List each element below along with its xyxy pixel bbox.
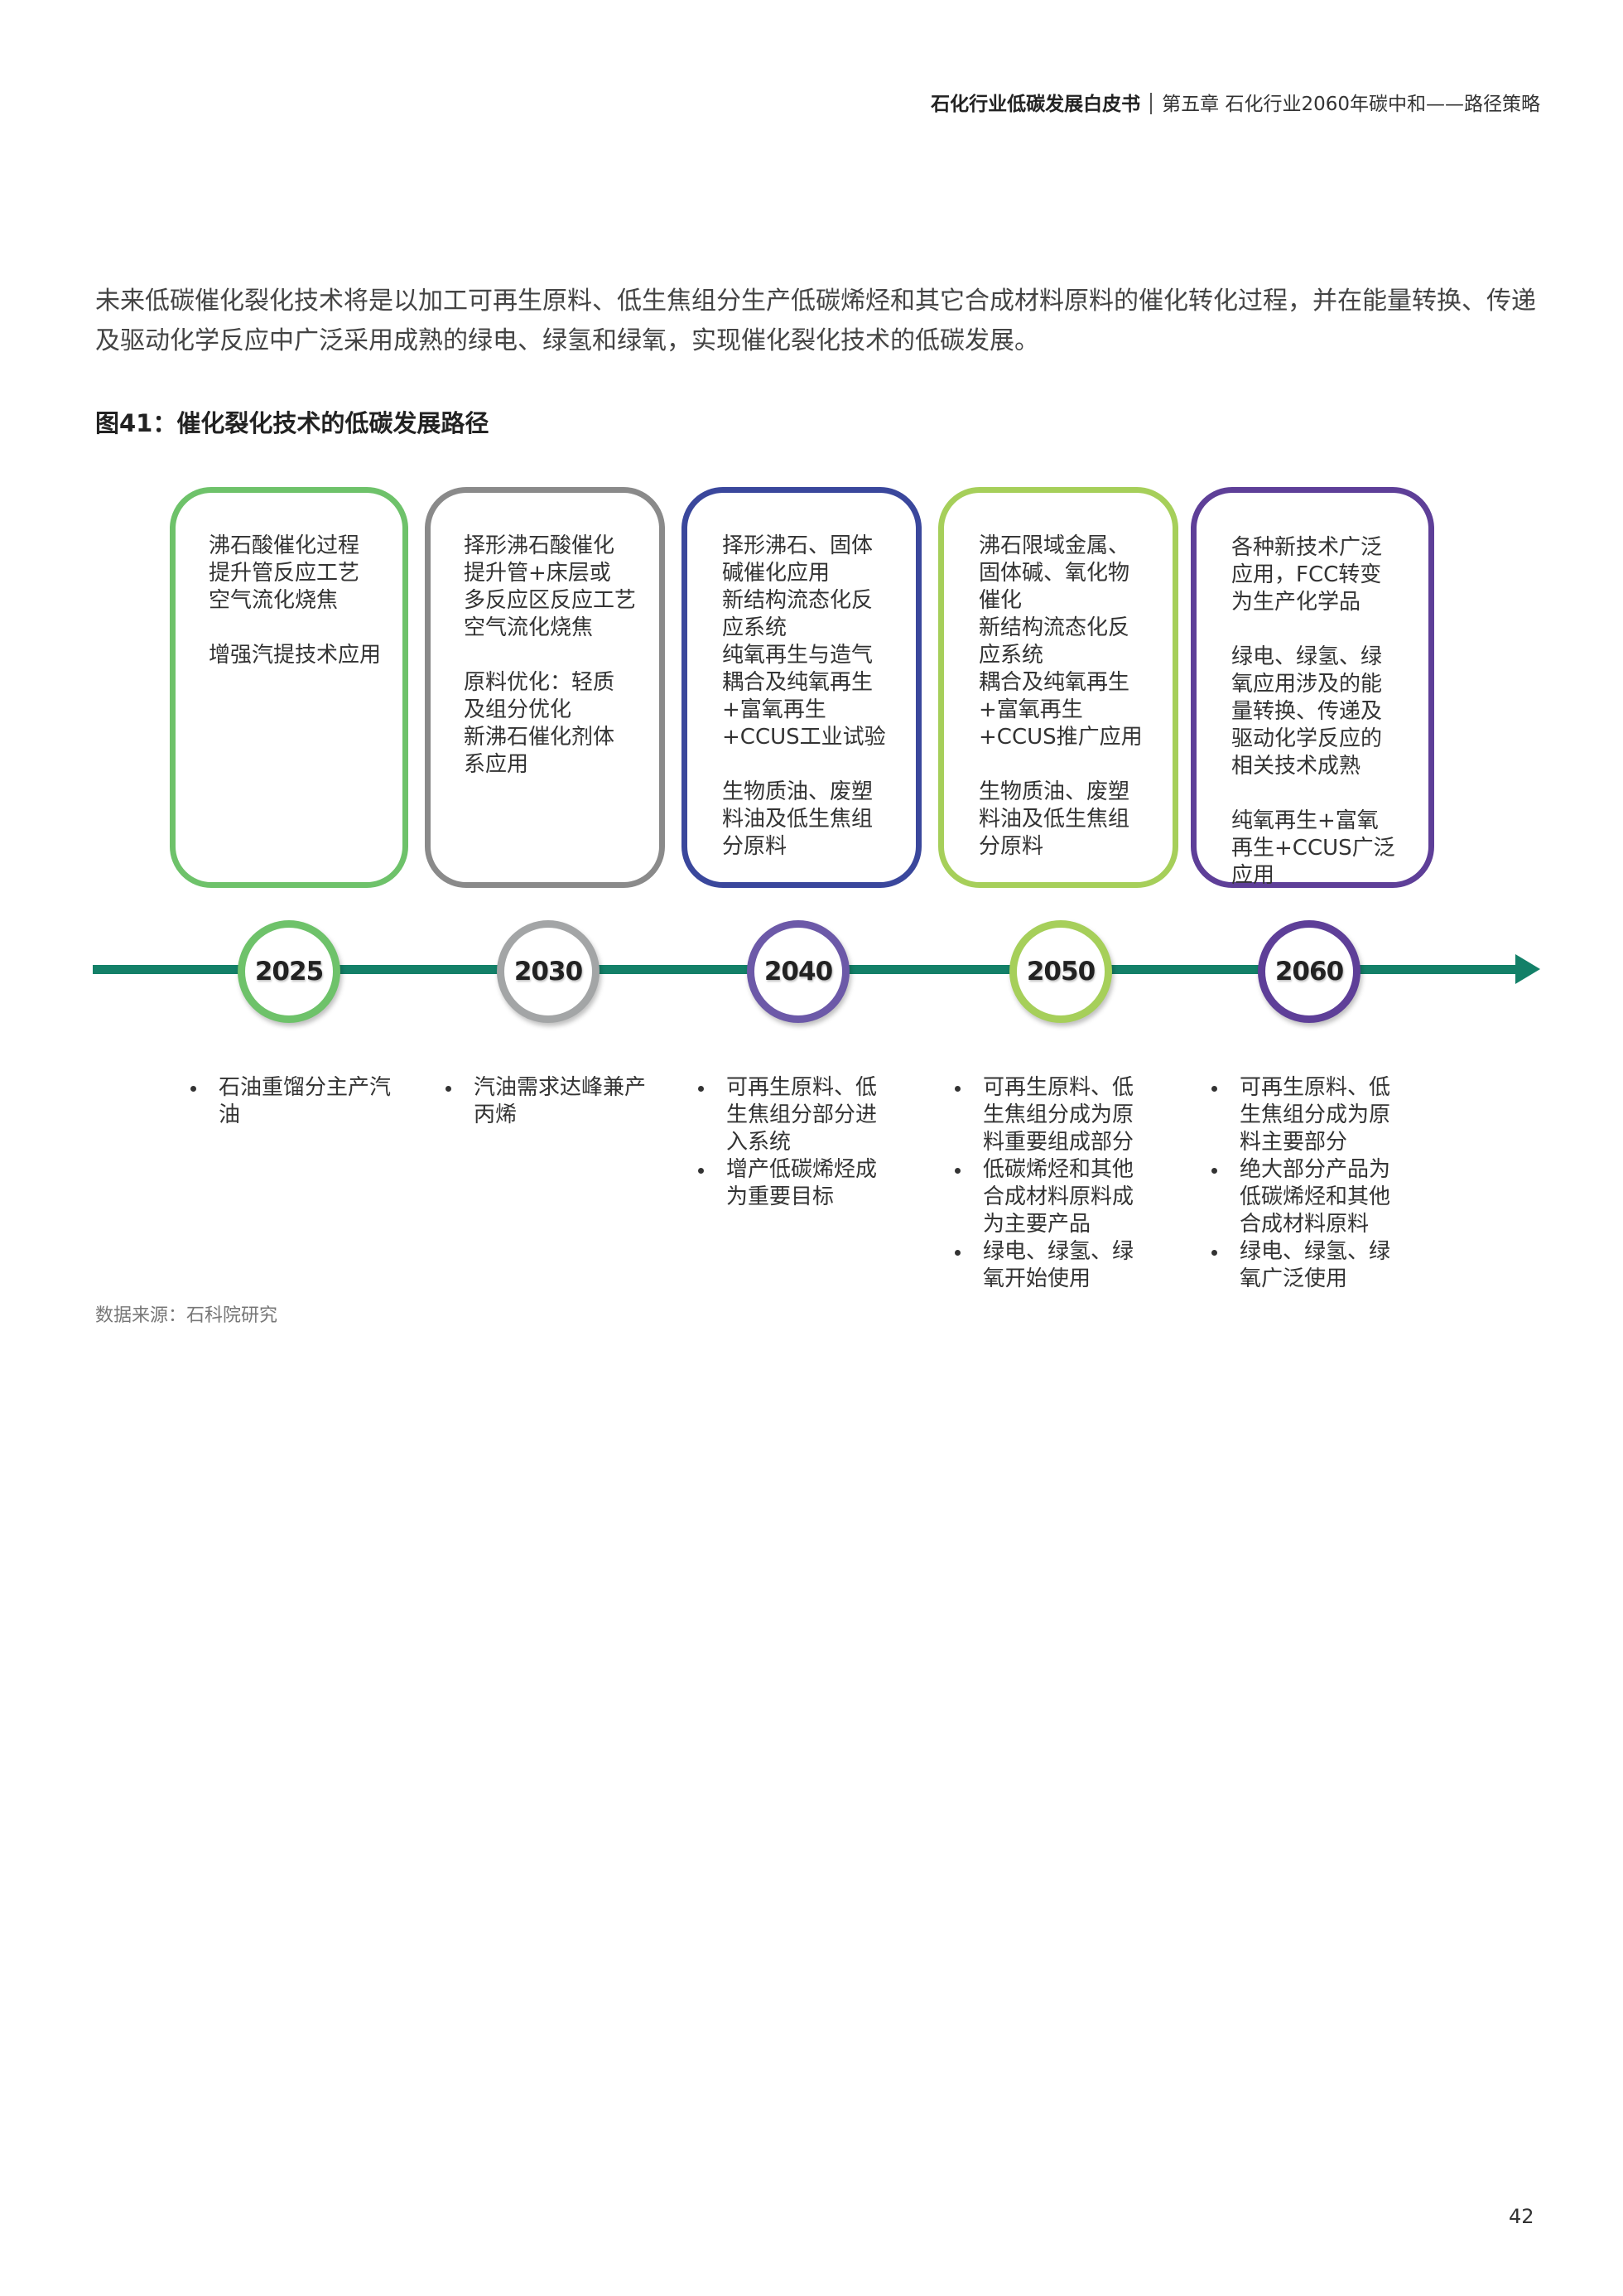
outcomes-2040: 可再生原料、低生焦组分部分进入系统 增产低碳烯烃成为重要目标 bbox=[691, 1074, 890, 1211]
bullet-icon bbox=[698, 1086, 704, 1092]
outcome-item: 可再生原料、低生焦组分部分进入系统 bbox=[691, 1074, 890, 1156]
tech-paragraph: 沸石酸催化过程 提升管反应工艺 空气流化烧焦 bbox=[209, 533, 360, 613]
outcomes-2060: 可再生原料、低生焦组分成为原料主要部分 绝大部分产品为低碳烯烃和其他合成材料原料… bbox=[1205, 1074, 1404, 1293]
timeline-arrow-icon bbox=[1515, 954, 1540, 984]
figure-title: 图41：催化裂化技术的低碳发展路径 bbox=[95, 409, 489, 437]
outcome-item: 低碳烯烃和其他合成材料原料成为主要产品 bbox=[948, 1156, 1147, 1238]
outcome-item: 可再生原料、低生焦组分成为原料主要部分 bbox=[1205, 1074, 1404, 1156]
outcomes-2025: 石油重馏分主产汽油 bbox=[184, 1074, 391, 1129]
bullet-icon bbox=[955, 1086, 961, 1092]
page-number: 42 bbox=[1509, 2205, 1534, 2228]
milestone-year: 2030 bbox=[513, 957, 583, 986]
header-divider bbox=[1150, 93, 1153, 114]
stage-tech-2060: 各种新技术广泛 应用，FCC转变 为生产化学品 绿电、绿氢、绿 氧应用涉及的能 … bbox=[1231, 534, 1412, 917]
bullet-icon bbox=[1211, 1250, 1217, 1256]
outcomes-2050: 可再生原料、低生焦组分成为原料重要组成部分 低碳烯烃和其他合成材料原料成为主要产… bbox=[948, 1074, 1147, 1293]
outcome-item: 石油重馏分主产汽油 bbox=[184, 1074, 391, 1129]
tech-paragraph: 沸石限域金属、 固体碱、氧化物 催化 新结构流态化反 应系统 耦合及纯氧再生 +… bbox=[979, 533, 1143, 750]
stage-tech-2040: 择形沸石、固体 碱催化应用 新结构流态化反 应系统 纯氧再生与造气 耦合及纯氧再… bbox=[722, 533, 899, 888]
milestone-2025: 2025 bbox=[238, 920, 340, 1023]
milestone-year: 2050 bbox=[1026, 957, 1096, 986]
outcome-item: 绿电、绿氢、绿氧开始使用 bbox=[948, 1238, 1147, 1293]
milestone-year: 2025 bbox=[254, 957, 324, 986]
bullet-icon bbox=[955, 1168, 961, 1174]
tech-paragraph: 各种新技术广泛 应用，FCC转变 为生产化学品 bbox=[1231, 535, 1383, 615]
intro-paragraph: 未来低碳催化裂化技术将是以加工可再生原料、低生焦组分生产低碳烯烃和其它合成材料原… bbox=[95, 287, 1536, 355]
outcome-item: 增产低碳烯烃成为重要目标 bbox=[691, 1156, 890, 1211]
outcome-item: 绝大部分产品为低碳烯烃和其他合成材料原料 bbox=[1205, 1156, 1404, 1238]
outcome-item: 汽油需求达峰兼产丙烯 bbox=[439, 1074, 646, 1129]
bullet-icon bbox=[1211, 1086, 1217, 1092]
tech-paragraph: 纯氧再生+富氧 再生+CCUS广泛 应用 bbox=[1231, 808, 1395, 888]
outcomes-2030: 汽油需求达峰兼产丙烯 bbox=[439, 1074, 646, 1129]
book-title: 石化行业低碳发展白皮书 bbox=[931, 94, 1141, 115]
outcome-item: 绿电、绿氢、绿氧广泛使用 bbox=[1205, 1238, 1404, 1293]
tech-paragraph: 原料优化：轻质 及组分优化 新沸石催化剂体 系应用 bbox=[464, 670, 615, 777]
milestone-2030: 2030 bbox=[497, 920, 600, 1023]
tech-paragraph: 绿电、绿氢、绿 氧应用涉及的能 量转换、传递及 驱动化学反应的 相关技术成熟 bbox=[1231, 644, 1383, 779]
milestone-2040: 2040 bbox=[747, 920, 850, 1023]
bullet-icon bbox=[445, 1086, 451, 1092]
tech-paragraph: 生物质油、废塑 料油及低生焦组 分原料 bbox=[979, 779, 1130, 859]
bullet-icon bbox=[1211, 1168, 1217, 1174]
stage-tech-2050: 沸石限域金属、 固体碱、氧化物 催化 新结构流态化反 应系统 耦合及纯氧再生 +… bbox=[979, 533, 1156, 888]
data-source: 数据来源：石科院研究 bbox=[95, 1305, 278, 1326]
milestone-2060: 2060 bbox=[1258, 920, 1361, 1023]
tech-paragraph: 择形沸石、固体 碱催化应用 新结构流态化反 应系统 纯氧再生与造气 耦合及纯氧再… bbox=[722, 533, 886, 750]
bullet-icon bbox=[190, 1086, 196, 1092]
bullet-icon bbox=[698, 1168, 704, 1174]
milestone-year: 2040 bbox=[763, 957, 833, 986]
stage-tech-2030: 择形沸石酸催化 提升管+床层或 多反应区反应工艺 空气流化烧焦 原料优化：轻质 … bbox=[464, 533, 643, 806]
tech-paragraph: 增强汽提技术应用 bbox=[209, 643, 382, 668]
tech-paragraph: 择形沸石酸催化 提升管+床层或 多反应区反应工艺 空气流化烧焦 bbox=[464, 533, 637, 640]
running-header: 石化行业低碳发展白皮书第五章 石化行业2060年碳中和——路径策略 bbox=[931, 88, 1540, 116]
stage-box-2040: 择形沸石、固体 碱催化应用 新结构流态化反 应系统 纯氧再生与造气 耦合及纯氧再… bbox=[681, 487, 922, 888]
stage-box-2060: 各种新技术广泛 应用，FCC转变 为生产化学品 绿电、绿氢、绿 氧应用涉及的能 … bbox=[1191, 487, 1434, 888]
stage-box-2050: 沸石限域金属、 固体碱、氧化物 催化 新结构流态化反 应系统 耦合及纯氧再生 +… bbox=[938, 487, 1178, 888]
stage-tech-2025: 沸石酸催化过程 提升管反应工艺 空气流化烧焦 增强汽提技术应用 bbox=[209, 533, 386, 697]
stage-box-2025: 沸石酸催化过程 提升管反应工艺 空气流化烧焦 增强汽提技术应用 bbox=[170, 487, 408, 888]
bullet-icon bbox=[955, 1250, 961, 1256]
stage-box-2030: 择形沸石酸催化 提升管+床层或 多反应区反应工艺 空气流化烧焦 原料优化：轻质 … bbox=[425, 487, 665, 888]
milestone-year: 2060 bbox=[1274, 957, 1344, 986]
chapter-title: 第五章 石化行业2060年碳中和——路径策略 bbox=[1162, 94, 1540, 115]
milestone-2050: 2050 bbox=[1009, 920, 1112, 1023]
tech-paragraph: 生物质油、废塑 料油及低生焦组 分原料 bbox=[722, 779, 874, 859]
outcome-item: 可再生原料、低生焦组分成为原料重要组成部分 bbox=[948, 1074, 1147, 1156]
